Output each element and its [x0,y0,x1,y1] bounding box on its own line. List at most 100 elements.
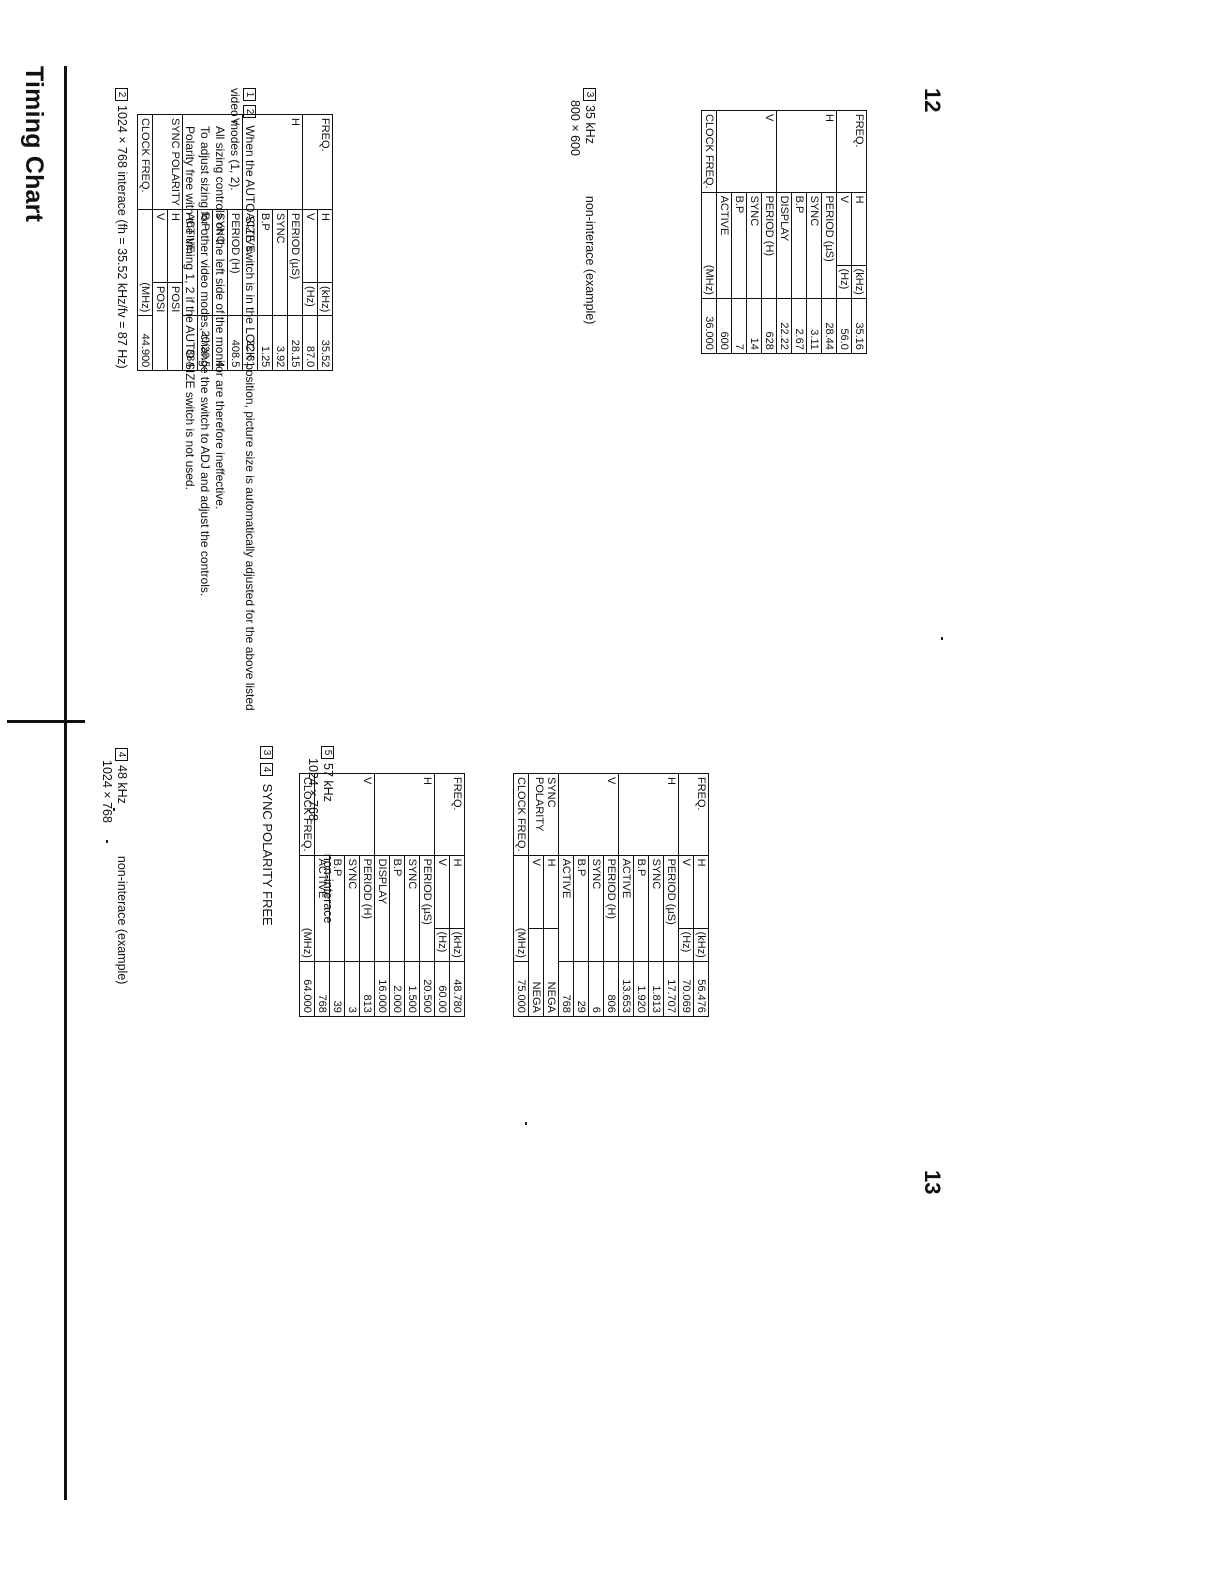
polarity-label: POLARITY [533,777,545,832]
unit-label: (MHz) [513,855,529,962]
value-cell: 64.000 [299,961,315,1017]
cell: SYNC [404,855,420,962]
table-row: H PERIOD (µS) 17.707 [618,773,679,1017]
table4-note: non-interace (example) [115,855,129,985]
cell: ACTIVE [558,855,574,962]
group-label: SYNC POLARITY [152,114,183,210]
table3-heading: 335 kHznon-interace (example) 800 × 600 [567,88,597,324]
timing-table-5: FREQ. H (kHz) 56.476 V (Hz) 70.069 H PER… [513,773,709,1017]
value-cell: 22.22 [776,298,792,354]
cell: SYNC [272,209,288,316]
table4-heading: 4 48 kHz non-interace (example) 1024 × 768 [99,748,129,984]
table2-number: 2 [114,88,128,101]
value-cell: 7 [731,298,747,354]
cell: B.P [573,855,589,962]
value-cell: 70.069 [678,961,694,1017]
value-cell: 20.500 [419,961,435,1017]
group-label: H [618,773,679,856]
unit-label: (MHz) [137,209,153,316]
value-cell: 35.52 [317,315,333,371]
cell: V [836,192,852,266]
cell: V [302,209,318,283]
freq-label: FREQ. [678,773,709,856]
table4-mode: 1024 × 768 [100,760,114,823]
cell: H [317,209,333,283]
cell: B.P [633,855,649,962]
note-paragraph: 12 When the AUTO SIZE switch is in the L… [227,88,257,738]
cell: PERIOD (H) [359,855,375,962]
value-cell: 28.15 [287,315,303,371]
scan-speck [106,840,108,843]
cell: V [152,209,168,283]
unit-label: (MHz) [701,192,717,299]
value-cell: 806 [603,961,619,1017]
value-cell: 75.000 [513,961,529,1017]
value-cell: 2.67 [791,298,807,354]
group-label: H [776,110,837,193]
cell: ACTIVE [716,192,732,299]
cell: V [528,855,544,929]
cell: H [167,209,183,283]
value-cell: POSI [152,282,168,371]
value-cell: 16.000 [374,961,390,1017]
value-cell: 44.900 [137,315,153,371]
table4-number: 4 [114,748,128,761]
freq-label: FREQ. [836,110,867,193]
value-cell: 14 [746,298,762,354]
table-row: V PERIOD (H) 806 [558,773,619,1017]
note-number: 4 [259,763,273,776]
freq-label: FREQ. [434,773,465,856]
cell: DISPLAY [374,855,390,962]
scan-speck [113,808,115,811]
clock-label: CLOCK FREQ. [701,110,717,193]
table-row: FREQ. H (kHz) 56.476 [678,773,709,1017]
note-number: 2 [242,105,256,118]
group-label: V [716,110,777,193]
cell: H [449,855,465,929]
cell: H [851,192,867,266]
table-row: H PERIOD (µS) 28.44 [776,110,837,354]
table4-frequency: 48 kHz [115,765,129,804]
value-cell: 36.000 [701,298,717,354]
table-row: SYNC POLARITY H POSI [152,114,183,371]
value-cell: 628 [761,298,777,354]
cell: SYNC [344,855,360,962]
table-row: CLOCK FREQ. (MHz) 36.000 [701,110,717,354]
note-text: To adjust sizing for other video modes, … [198,126,212,597]
table3-frequency: 35 kHz [583,105,597,144]
value-cell: 56.0 [836,298,852,354]
unit-label: (kHz) [851,265,867,299]
value-cell: 6 [588,961,604,1017]
cell: PERIOD (µS) [287,209,303,316]
value-cell: 3 [344,961,360,1017]
table-row: FREQ. H (kHz) 48.780 [434,773,465,1017]
scan-speck [525,1122,527,1125]
table5-note: non-interace [321,853,335,924]
cell: V [434,855,450,929]
timing-table-3: FREQ. H (kHz) 35.16 V (Hz) 56.0 H PERIOD… [701,110,867,354]
cell: B.P [389,855,405,962]
value-cell: 768 [558,961,574,1017]
cell: SYNC [806,192,822,299]
value-cell: 60.00 [434,961,450,1017]
value-cell: 17.707 [663,961,679,1017]
table2-heading: 21024 × 768 interace (fh = 35.52 kHz/fv … [114,88,129,369]
table-row: V PERIOD (H) 813 [314,773,375,1017]
table-row: FREQ. H (kHz) 35.52 [302,114,333,371]
unit-label: (kHz) [449,928,465,962]
cell: DISPLAY [776,192,792,299]
note-text: Polarity free with the timing 1, 2 if th… [183,126,197,490]
value-cell: 48.780 [449,961,465,1017]
value-cell: 29 [573,961,589,1017]
table-row: H PERIOD (µS) 28.15 [242,114,303,371]
note-number: 1 [242,88,256,101]
value-cell: 1.500 [404,961,420,1017]
value-cell: 600 [716,298,732,354]
cell: PERIOD (H) [761,192,777,299]
auto-size-note: 12 When the AUTO SIZE switch is in the L… [182,88,257,738]
table3-note: non-interace (example) [583,195,597,325]
cell: SYNC [588,855,604,962]
cell: PERIOD (µS) [419,855,435,962]
